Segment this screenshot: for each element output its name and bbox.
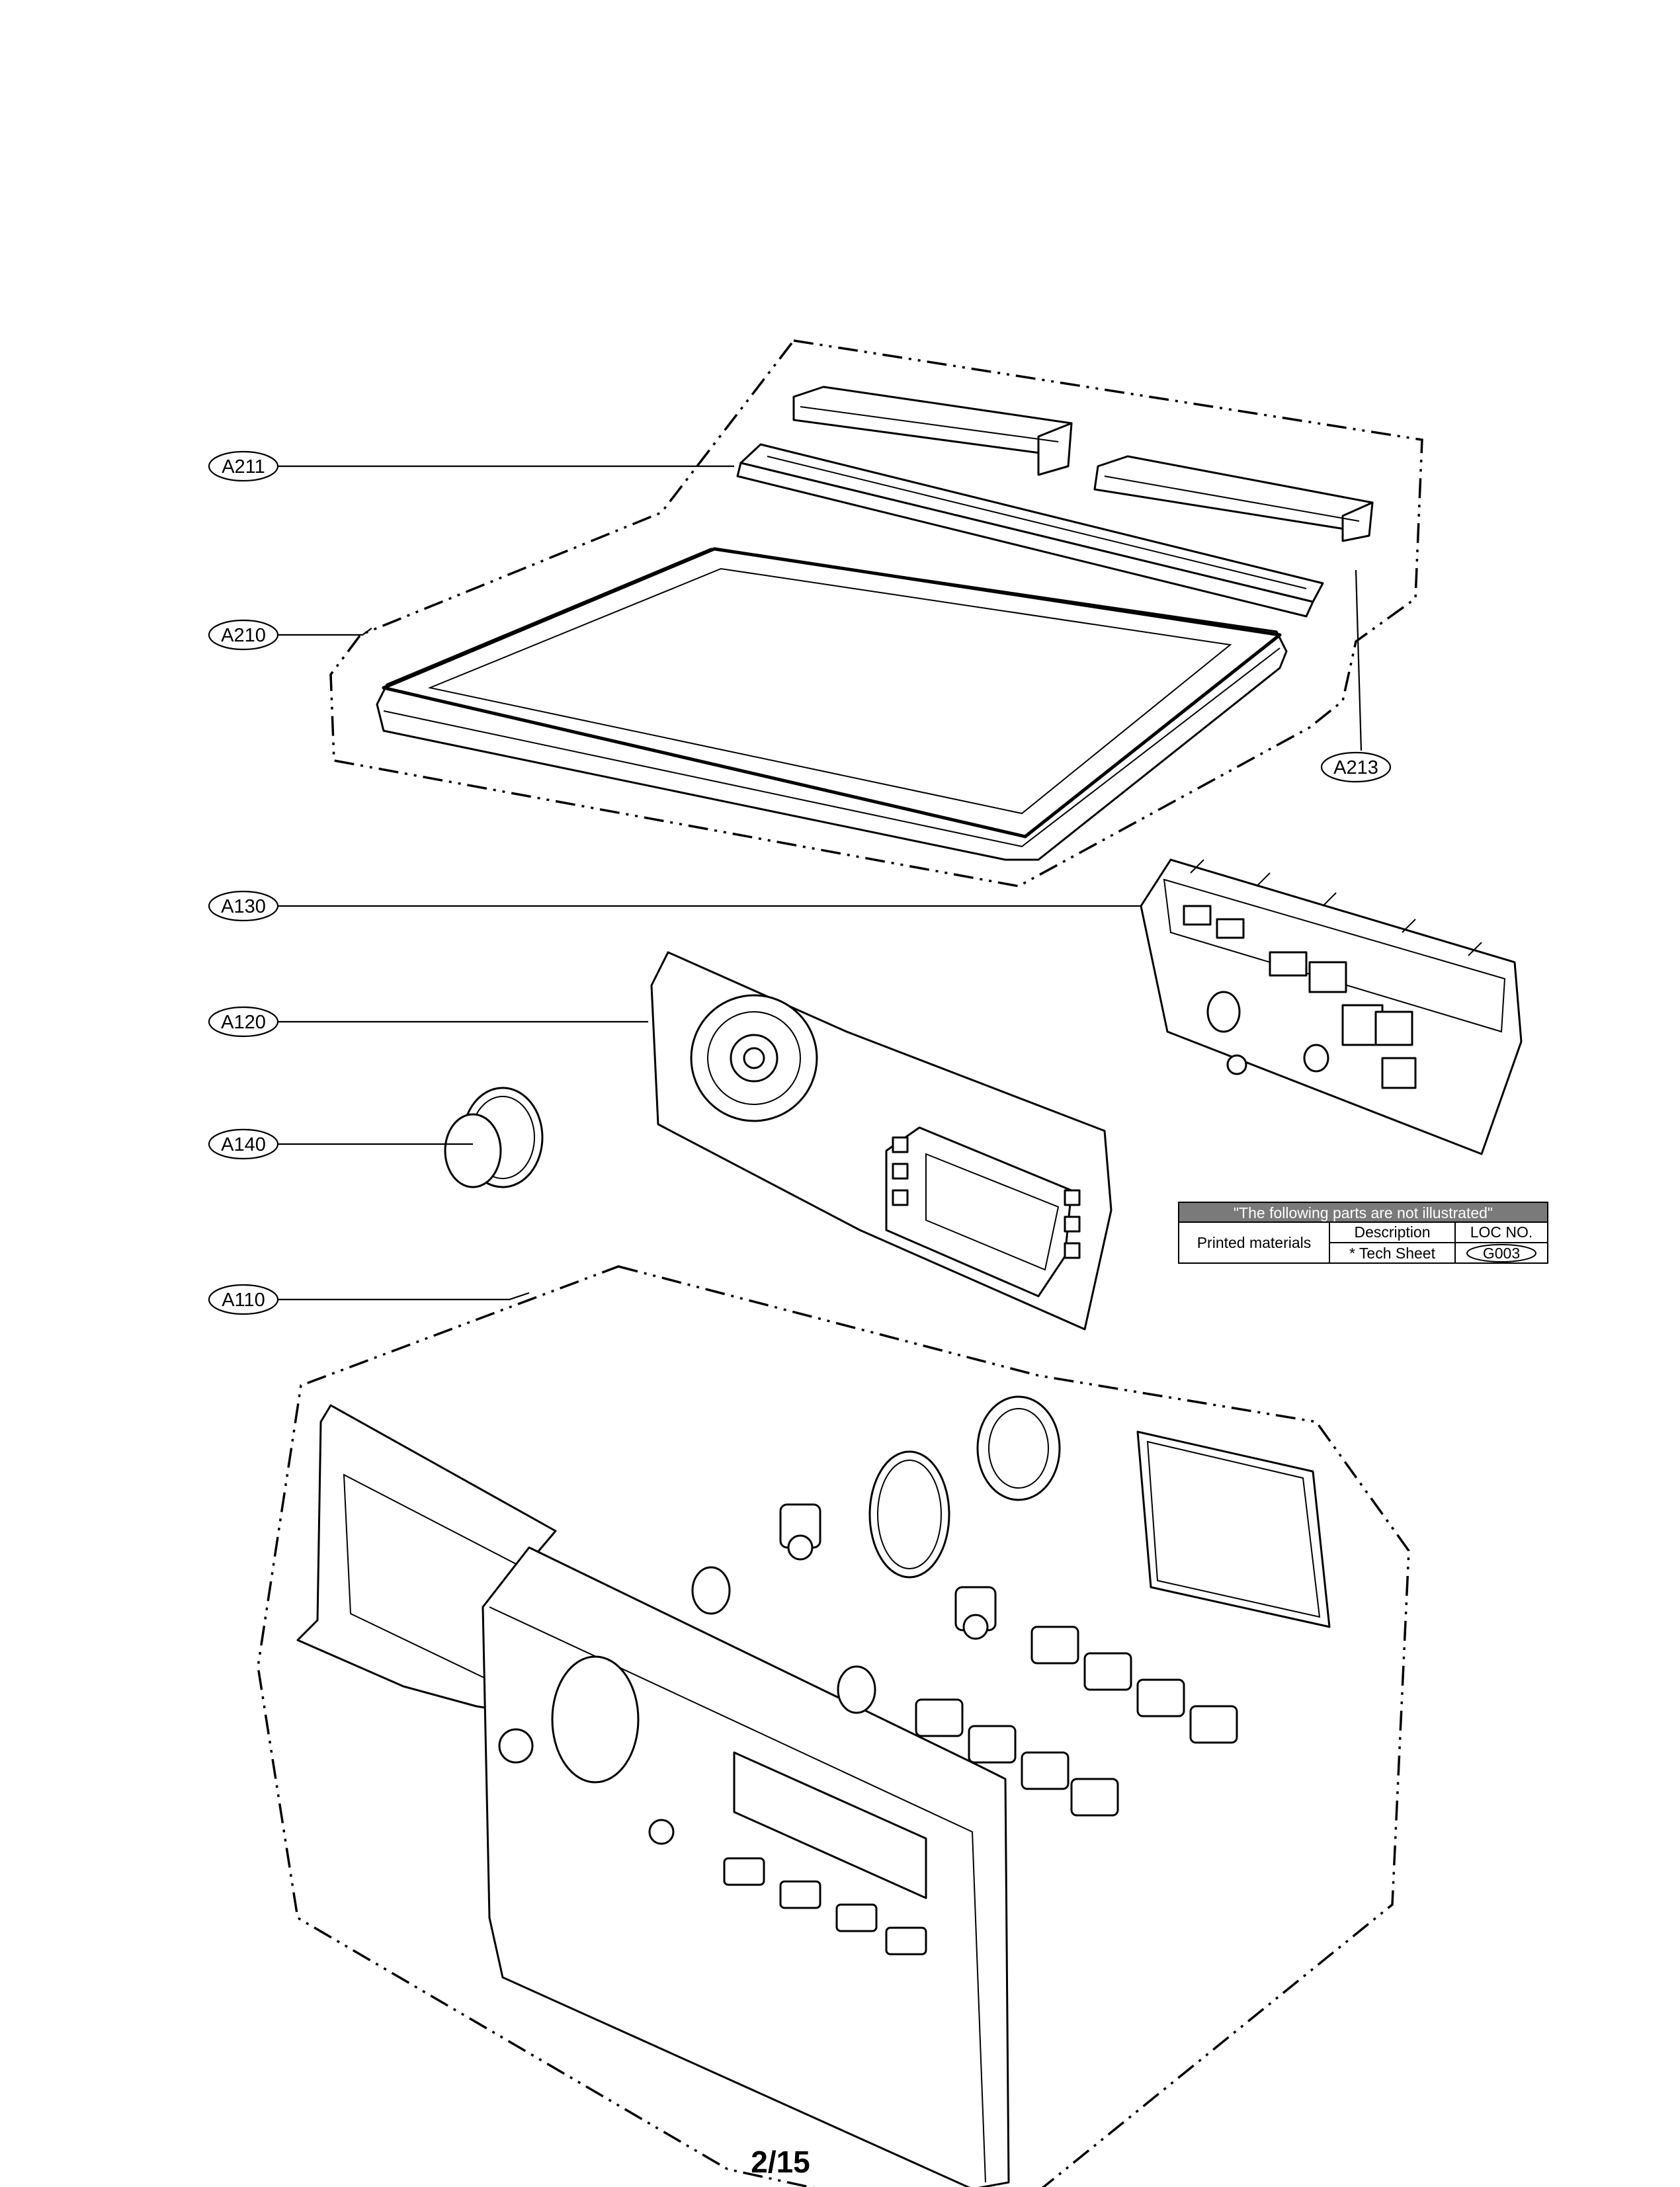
page-number: 2/15 [751, 2145, 810, 2179]
pcb-bracket-a130 [1140, 858, 1523, 1155]
callout-a210: A210 [208, 619, 279, 651]
control-board-a120 [650, 951, 1113, 1331]
svg-text:A211: A211 [222, 456, 265, 477]
rail-a211 [736, 443, 1324, 618]
table-row-label: Printed materials [1197, 1234, 1312, 1251]
table-item-loc: G003 [1483, 1245, 1520, 1262]
top-group-boundary [329, 339, 1423, 887]
table-col-loc: LOC NO. [1470, 1223, 1533, 1241]
svg-text:A140: A140 [221, 1134, 266, 1155]
table-col-description: Description [1354, 1223, 1430, 1241]
front-panel-a110 [296, 1404, 1010, 2187]
callout-a120: A120 [208, 1006, 279, 1038]
svg-text:A120: A120 [221, 1012, 266, 1033]
knob-a140 [444, 1087, 544, 1188]
cover-left [792, 386, 1073, 476]
leader-a210 [278, 628, 372, 636]
callout-a213: A213 [1320, 751, 1392, 783]
callout-a130: A130 [208, 890, 279, 922]
table-header: "The following parts are not illustrated… [1234, 1204, 1493, 1221]
svg-text:A130: A130 [221, 896, 266, 917]
leader-a213 [1355, 569, 1363, 751]
cover-right-a213 [1093, 455, 1374, 542]
svg-text:A110: A110 [222, 1290, 265, 1311]
leader-a110 [278, 1292, 530, 1301]
table-item-description: * Tech Sheet [1349, 1245, 1436, 1262]
callout-a140: A140 [208, 1128, 279, 1160]
callout-a211: A211 [208, 450, 279, 482]
callout-a110: A110 [208, 1284, 279, 1315]
not-illustrated-table: "The following parts are not illustrated… [1178, 1202, 1548, 1264]
front-panel-loose-parts [691, 1395, 1331, 1817]
svg-text:A210: A210 [221, 625, 266, 646]
top-panel-a210 [376, 547, 1288, 861]
svg-text:A213: A213 [1333, 757, 1378, 778]
